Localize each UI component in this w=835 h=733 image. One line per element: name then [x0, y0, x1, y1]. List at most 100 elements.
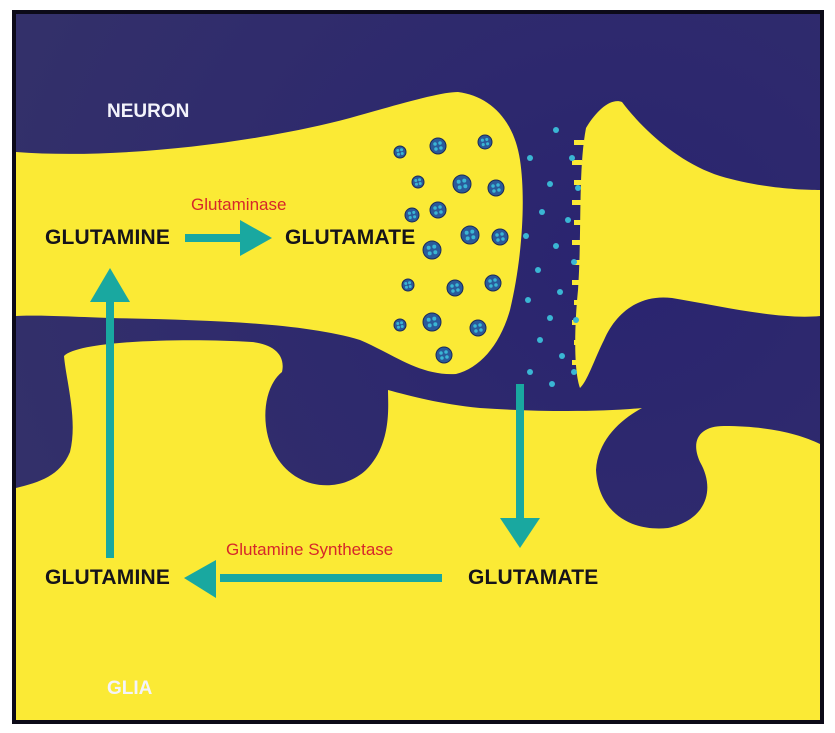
vesicle-glutamate-dot — [485, 138, 488, 141]
vesicle-glutamate-dot — [488, 279, 492, 283]
vesicle-glutamate-dot — [412, 211, 415, 214]
receptor-ridge — [574, 140, 584, 145]
vesicle-glutamate-dot — [482, 143, 485, 146]
vesicle — [412, 176, 424, 188]
vesicle-glutamate-dot — [439, 146, 443, 150]
receptor-ridge — [572, 200, 582, 205]
vesicle — [492, 229, 508, 245]
vesicle — [405, 208, 419, 222]
vesicle-glutamate-dot — [397, 326, 400, 329]
vesicle-glutamate-dot — [493, 278, 497, 282]
vesicle-glutamate-dot — [400, 321, 403, 324]
vesicle-glutamate-dot — [408, 281, 411, 284]
vesicle-glutamate-dot — [500, 232, 504, 236]
vesicle-glutamate-dot — [489, 284, 493, 288]
vesicle-glutamate-dot — [432, 245, 436, 249]
vesicle-glutamate-dot — [465, 231, 469, 235]
vesicle-glutamate-dot — [450, 284, 454, 288]
receptor-ridge — [572, 280, 582, 285]
vesicle-glutamate-dot — [470, 230, 474, 234]
vesicle-glutamate-dot — [404, 282, 407, 285]
vesicle-glutamate-dot — [408, 212, 411, 215]
vesicle — [394, 146, 406, 158]
glutamate-molecule — [571, 369, 577, 375]
vesicle-glutamate-dot — [414, 179, 417, 182]
vesicle-glutamate-dot — [494, 283, 498, 287]
vesicle-glutamate-dot — [501, 237, 505, 241]
vesicle-glutamate-dot — [486, 142, 489, 145]
vesicle — [478, 135, 492, 149]
vesicle-glutamate-dot — [409, 285, 412, 288]
receptor-ridge — [572, 360, 582, 365]
vesicle-glutamate-dot — [415, 183, 418, 186]
vesicle-glutamate-dot — [495, 233, 499, 237]
neuron-glutamate-label: GLUTAMATE — [285, 226, 416, 250]
vesicle-glutamate-dot — [428, 251, 432, 255]
receptor-ridge — [574, 340, 584, 345]
vesicle-glutamate-dot — [427, 246, 431, 250]
vesicle-glutamate-dot — [491, 184, 495, 188]
glutamate-molecule — [539, 209, 545, 215]
vesicle-glutamate-dot — [458, 185, 462, 189]
glutamate-molecule — [525, 297, 531, 303]
vesicle-glutamate-dot — [481, 139, 484, 142]
glutaminase-enzyme-label: Glutaminase — [191, 195, 286, 215]
vesicle-glutamate-dot — [413, 215, 416, 218]
vesicle-glutamate-dot — [457, 180, 461, 184]
vesicle — [402, 279, 414, 291]
vesicle-glutamate-dot — [427, 318, 431, 322]
vesicle-glutamate-dot — [400, 148, 403, 151]
vesicle-glutamate-dot — [397, 153, 400, 156]
glutamate-molecule — [535, 267, 541, 273]
glutamine-synthetase-enzyme-label: Glutamine Synthetase — [226, 540, 393, 560]
glutamate-molecule — [571, 259, 577, 265]
glutamate-molecule — [549, 381, 555, 387]
vesicle — [461, 226, 479, 244]
vesicle-glutamate-dot — [405, 286, 408, 289]
vesicle-glutamate-dot — [440, 356, 444, 360]
vesicle-glutamate-dot — [456, 288, 460, 292]
vesicle-glutamate-dot — [463, 184, 467, 188]
vesicle-glutamate-dot — [474, 329, 478, 333]
receptor-ridge — [574, 220, 584, 225]
glutamate-molecule — [523, 233, 529, 239]
glutamate-molecule — [575, 185, 581, 191]
vesicle-glutamate-dot — [473, 324, 477, 328]
glutamate-molecule — [547, 315, 553, 321]
glutamate-molecule — [553, 243, 559, 249]
vesicle-glutamate-dot — [418, 178, 421, 181]
vesicle-glutamate-dot — [462, 179, 466, 183]
vesicle-glutamate-dot — [478, 323, 482, 327]
vesicle — [453, 175, 471, 193]
glutamate-molecule — [547, 181, 553, 187]
vesicle-glutamate-dot — [433, 250, 437, 254]
vesicle — [470, 320, 486, 336]
glutamate-molecule — [557, 289, 563, 295]
vesicle-glutamate-dot — [434, 211, 438, 215]
vesicle-glutamate-dot — [409, 216, 412, 219]
vesicle-glutamate-dot — [428, 323, 432, 327]
receptor-ridge — [574, 300, 584, 305]
neuron-label: NEURON — [107, 101, 189, 123]
glutamate-molecule — [573, 317, 579, 323]
vesicle — [436, 347, 452, 363]
vesicle-glutamate-dot — [396, 322, 399, 325]
receptor-ridge — [572, 160, 582, 165]
vesicle-glutamate-dot — [432, 317, 436, 321]
vesicle-glutamate-dot — [479, 328, 483, 332]
glia-label: GLIA — [107, 678, 152, 700]
vesicle — [447, 280, 463, 296]
glutamate-molecule — [527, 155, 533, 161]
receptor-ridge — [572, 240, 582, 245]
vesicle — [394, 319, 406, 331]
vesicle-glutamate-dot — [401, 152, 404, 155]
vesicle-glutamate-dot — [496, 183, 500, 187]
glutamate-molecule — [537, 337, 543, 343]
vesicle-glutamate-dot — [434, 147, 438, 151]
neuron-glutamine-label: GLUTAMINE — [45, 226, 170, 250]
vesicle-glutamate-dot — [466, 236, 470, 240]
glutamate-molecule — [527, 369, 533, 375]
vesicle — [430, 202, 446, 218]
vesicle-glutamate-dot — [439, 351, 443, 355]
vesicle-glutamate-dot — [396, 149, 399, 152]
